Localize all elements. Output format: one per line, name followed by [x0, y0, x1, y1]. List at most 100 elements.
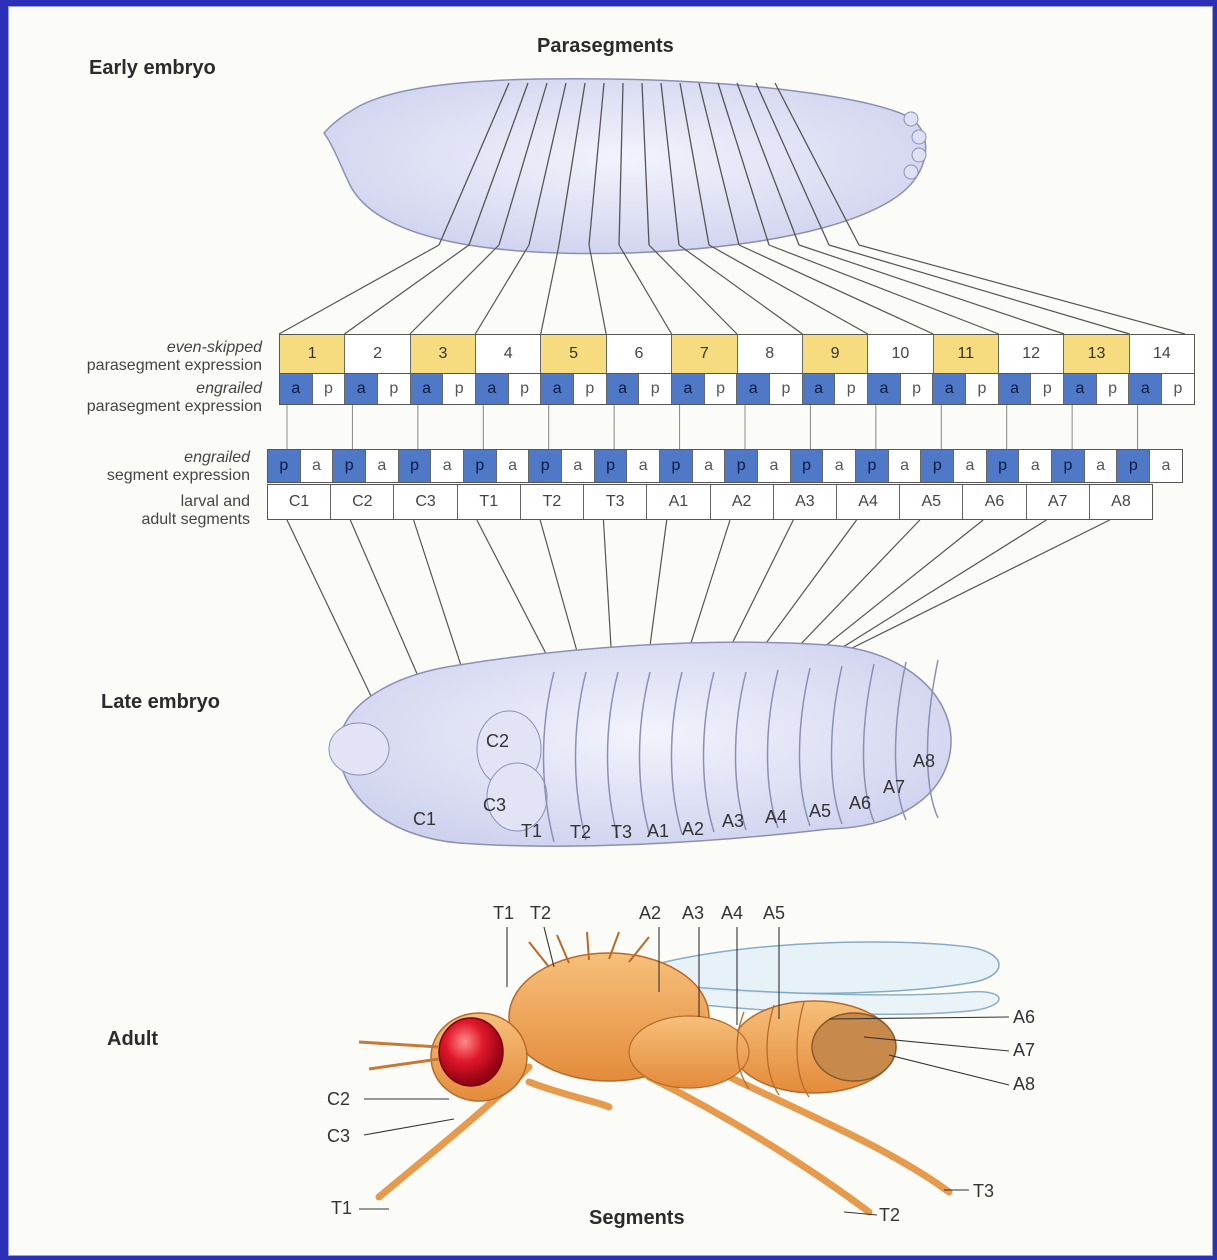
en-seg-cell: p	[1052, 450, 1085, 482]
en-seg-cell: p	[1117, 450, 1150, 482]
fan-line	[410, 245, 499, 334]
fan-line	[589, 245, 606, 334]
en-ps-row-caption: parasegment expression	[87, 398, 262, 415]
en-ps-cell: a	[672, 374, 705, 404]
fan-line	[799, 245, 1064, 334]
eve-gene-name: even-skipped	[87, 339, 262, 357]
early-embryo	[279, 79, 1185, 334]
en-ps-cell: a	[345, 374, 378, 404]
parasegment-cell: 12	[999, 335, 1064, 373]
parasegment-cell: 11	[934, 335, 999, 373]
adult-label-left: C3	[327, 1126, 350, 1146]
adult-label-left: T1	[331, 1198, 352, 1218]
parasegment-cell: 1	[280, 335, 345, 373]
en-ps-cell: a	[999, 374, 1032, 404]
en-seg-cell: a	[301, 450, 334, 482]
late-embryo-label: T3	[611, 822, 632, 842]
en-ps-cell: p	[835, 374, 868, 404]
en-seg-cell: p	[921, 450, 954, 482]
late-embryo-label: T1	[521, 821, 542, 841]
en-seg-cell: p	[987, 450, 1020, 482]
adult-label-bottom: T2	[879, 1205, 900, 1225]
en-seg-cell: p	[660, 450, 693, 482]
adult-label-bottom: T3	[973, 1181, 994, 1201]
segment-cell: A7	[1027, 485, 1090, 519]
late-embryo: C2C1C3T1T2T3A1A2A3A4A5A6A7A8	[329, 642, 951, 846]
larval-row-caption-2: adult segments	[141, 511, 250, 528]
segment-cell: A6	[963, 485, 1026, 519]
en-seg-cell: a	[366, 450, 399, 482]
en-ps-cell: p	[901, 374, 934, 404]
fan-line	[619, 245, 672, 334]
en-ps-cell: p	[705, 374, 738, 404]
late-embryo-label: A1	[647, 821, 669, 841]
en-seg-cell: a	[1019, 450, 1052, 482]
segment-cell: A5	[900, 485, 963, 519]
adult-label-left: C2	[327, 1089, 350, 1109]
fan-line	[829, 245, 1130, 334]
en-seg-cell: p	[529, 450, 562, 482]
fan-line	[859, 245, 1185, 334]
en-seg-cell: p	[725, 450, 758, 482]
adult-heading: Adult	[107, 1028, 158, 1051]
segment-cell: C2	[331, 485, 394, 519]
en-seg-cell: a	[627, 450, 660, 482]
en-seg-row-label: engrailed segment expression	[107, 449, 250, 485]
adult-label-top: A3	[682, 903, 704, 923]
fan-line	[739, 245, 933, 334]
en-ps-cell: a	[411, 374, 444, 404]
en-ps-cell: a	[541, 374, 574, 404]
late-embryo-label: C1	[413, 809, 436, 829]
en-seg-cell: a	[758, 450, 791, 482]
en-ps-cell: p	[1162, 374, 1194, 404]
adult-label-top: T2	[530, 903, 551, 923]
parasegment-cell: 7	[672, 335, 737, 373]
en-ps-cell: a	[1129, 374, 1162, 404]
late-embryo-heading: Late embryo	[101, 691, 220, 714]
en-seg-cell: p	[856, 450, 889, 482]
en-seg-cell: p	[268, 450, 301, 482]
late-embryo-label: A5	[809, 801, 831, 821]
en-seg-cell: a	[431, 450, 464, 482]
parasegment-cell: 14	[1130, 335, 1194, 373]
eve-row-label: even-skipped parasegment expression	[87, 339, 262, 375]
segment-connector	[819, 520, 1046, 662]
segment-cell: T1	[458, 485, 521, 519]
segment-cell: A8	[1090, 485, 1152, 519]
en-ps-cell: p	[639, 374, 672, 404]
fan-line	[679, 245, 802, 334]
segment-cell: T2	[521, 485, 584, 519]
en-seg-cell: a	[823, 450, 856, 482]
parasegment-cell: 8	[738, 335, 803, 373]
en-seg-cell: p	[595, 450, 628, 482]
late-embryo-label: A6	[849, 793, 871, 813]
segment-cell: C3	[394, 485, 457, 519]
segments-heading: Segments	[589, 1207, 685, 1230]
adult-label-right: A7	[1013, 1040, 1035, 1060]
adult-label-top: A4	[721, 903, 743, 923]
en-ps-cell: a	[1064, 374, 1097, 404]
parasegment-cell: 13	[1064, 335, 1129, 373]
en-ps-cell: p	[509, 374, 542, 404]
segment-cell: A3	[774, 485, 837, 519]
en-ps-cell: a	[868, 374, 901, 404]
en-seg-cell: p	[464, 450, 497, 482]
en-ps-cell: a	[737, 374, 770, 404]
en-seg-cell: a	[693, 450, 726, 482]
en-ps-cell: p	[313, 374, 346, 404]
en-seg-cell: a	[1150, 450, 1182, 482]
adult-label-top: A2	[639, 903, 661, 923]
fan-line	[344, 245, 469, 334]
parasegment-cell: 2	[345, 335, 410, 373]
en-ps-cell: p	[574, 374, 607, 404]
adult-fly: T1T2A2A3A4A5A6A7A8C2C3T1T2T3	[327, 903, 1035, 1225]
en-seg-cell: a	[889, 450, 922, 482]
segment-cell: A1	[647, 485, 710, 519]
fan-line	[649, 245, 737, 334]
en-ps-cell: a	[803, 374, 836, 404]
early-embryo-heading: Early embryo	[89, 57, 216, 80]
adult-label-right: A8	[1013, 1074, 1035, 1094]
late-embryo-label: A4	[765, 807, 787, 827]
